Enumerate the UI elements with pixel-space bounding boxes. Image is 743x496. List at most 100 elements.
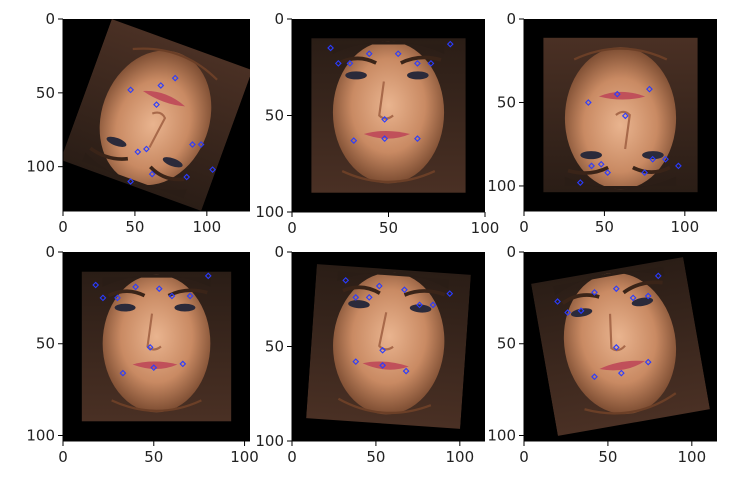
keypoint-6 (346, 60, 354, 67)
keypoint-12 (621, 112, 629, 120)
y-tick-label: 50 (265, 107, 284, 125)
keypoint-2 (148, 170, 156, 178)
face-photo (306, 264, 471, 429)
keypoint-12 (402, 367, 410, 375)
y-tick-label: 100 (26, 426, 55, 444)
face-image (306, 264, 471, 429)
keypoint-11 (150, 364, 158, 371)
keypoint-7 (629, 294, 637, 302)
keypoint-7 (189, 141, 196, 148)
keypoint-7 (414, 60, 421, 67)
keypoint-9 (584, 99, 592, 106)
keypoint-6 (365, 293, 373, 301)
keypoint-9 (381, 115, 389, 123)
keypoint-11 (171, 74, 179, 82)
y-tick-label: 100 (487, 177, 516, 195)
x-tick-label: 50 (366, 448, 385, 466)
y-tick-label: 0 (274, 243, 284, 261)
keypoint-3 (612, 285, 620, 293)
keypoint-6 (597, 160, 605, 168)
keypoint-8 (197, 141, 205, 148)
face-photo (543, 38, 697, 192)
x-tick-label: 50 (379, 219, 398, 237)
keypoint-8 (429, 301, 437, 309)
keypoint-5 (134, 148, 142, 156)
keypoint-2 (132, 283, 139, 291)
keypoint-10 (350, 137, 358, 144)
keypoint-10 (119, 369, 127, 377)
x-tick-label: 100 (671, 218, 700, 236)
x-tick-label: 100 (471, 219, 500, 237)
face-photo (82, 272, 232, 422)
keypoint-8 (644, 292, 652, 300)
keypoint-5 (588, 162, 595, 170)
keypoint-2 (365, 50, 373, 58)
keypoint-12 (153, 101, 160, 109)
x-tick-label: 50 (598, 448, 617, 466)
keypoint-2 (591, 288, 598, 296)
x-tick-label: 100 (678, 448, 707, 466)
keypoint-7 (416, 301, 423, 309)
y-tick-label: 50 (36, 84, 55, 102)
face-photo (311, 38, 465, 192)
x-tick-label: 0 (519, 448, 529, 466)
face-image (61, 19, 253, 211)
keypoint-5 (564, 309, 572, 316)
keypoint-1 (342, 276, 350, 284)
y-tick-label: 0 (45, 243, 55, 261)
y-tick-label: 100 (255, 432, 284, 450)
face-image (531, 257, 710, 436)
keypoint-5 (352, 293, 360, 301)
y-tick-label: 100 (487, 426, 516, 444)
keypoint-10 (352, 358, 360, 365)
face-photo (531, 257, 710, 436)
y-tick-label: 100 (255, 203, 284, 221)
y-tick-label: 0 (506, 243, 516, 261)
keypoint-4 (675, 162, 682, 170)
keypoint-9 (379, 346, 387, 354)
keypoint-11 (646, 85, 653, 93)
x-tick-label: 50 (125, 218, 144, 236)
x-tick-label: 0 (287, 219, 297, 237)
y-tick-label: 0 (506, 10, 516, 28)
keypoint-6 (577, 307, 585, 315)
keypoint-1 (576, 179, 584, 186)
keypoint-4 (654, 272, 662, 280)
keypoint-1 (327, 44, 334, 52)
keypoint-9 (127, 86, 134, 94)
y-tick-label: 50 (265, 338, 284, 356)
x-tick-label: 0 (58, 448, 68, 466)
keypoint-4 (446, 290, 454, 297)
keypoint-2 (604, 169, 612, 176)
face-image (543, 38, 697, 192)
x-tick-label: 100 (446, 448, 475, 466)
keypoint-8 (427, 60, 435, 67)
keypoint-11 (379, 362, 387, 369)
face-image (82, 272, 232, 422)
keypoint-6 (143, 145, 150, 153)
keypoint-5 (334, 60, 342, 67)
y-tick-label: 50 (497, 335, 516, 353)
keypoint-8 (186, 292, 194, 300)
y-tick-label: 100 (26, 158, 55, 176)
keypoint-12 (644, 358, 652, 366)
keypoint-11 (617, 369, 625, 377)
keypoint-1 (92, 281, 100, 289)
x-tick-label: 0 (287, 448, 297, 466)
keypoint-10 (591, 373, 598, 381)
keypoint-6 (114, 294, 121, 302)
keypoint-4 (204, 272, 212, 280)
keypoint-7 (649, 155, 657, 163)
x-tick-label: 0 (58, 218, 68, 236)
keypoint-3 (183, 173, 191, 181)
keypoint-5 (99, 294, 107, 302)
y-tick-label: 50 (497, 93, 516, 111)
keypoint-11 (381, 135, 389, 143)
keypoint-12 (179, 360, 187, 368)
